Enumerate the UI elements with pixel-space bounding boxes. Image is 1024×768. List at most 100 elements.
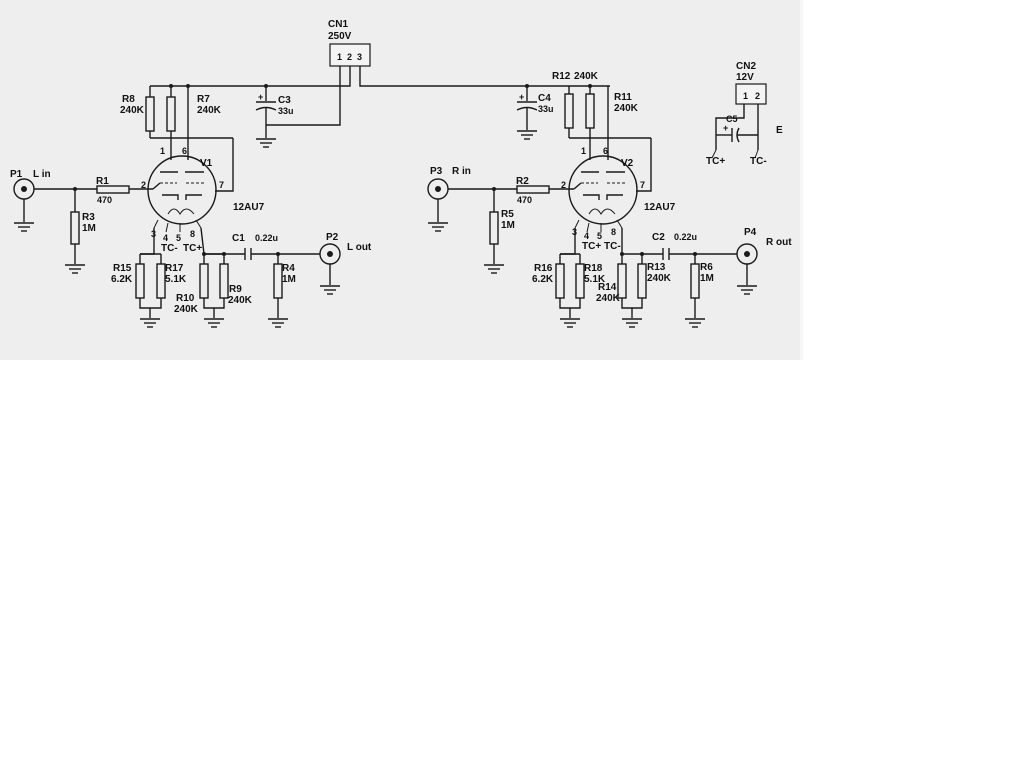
r16-ref: R16	[534, 263, 553, 274]
v1-ref: V1	[200, 158, 213, 169]
capacitor-c2: C2 0.22u	[652, 232, 697, 260]
sheet-edge	[800, 0, 803, 360]
cn1-ref: CN1	[328, 19, 348, 30]
heater-tc-plus: TC+	[706, 156, 725, 167]
v1-pin8: 8	[190, 229, 195, 239]
cn2-value: 12V	[736, 72, 754, 83]
connector-cn2: CN2 12V 1 2	[735, 61, 767, 105]
resistor-r7: R7 240K	[166, 86, 222, 138]
r12-value: 240K	[574, 71, 599, 82]
cn1-value: 250V	[328, 31, 352, 42]
resistor-r2: R2 470	[516, 176, 550, 205]
r1-ref: R1	[96, 176, 109, 187]
r18-value: 5.1K	[584, 274, 606, 285]
r6-value: 1M	[700, 273, 714, 284]
c1-ref: C1	[232, 233, 245, 244]
resistor-r12: R12 240K	[552, 71, 599, 138]
v2-pin7: 7	[640, 180, 645, 190]
r18-ref: R18	[584, 263, 603, 274]
svg-text:+: +	[519, 92, 524, 102]
e-label: E	[776, 125, 783, 136]
v2-pin4: 4	[584, 231, 589, 241]
r14-value: 240K	[596, 293, 621, 304]
v2-pin5: 5	[597, 231, 602, 241]
l-out-label: L out	[347, 242, 372, 253]
cn1-pin1: 1	[337, 52, 342, 62]
r8-value: 240K	[120, 105, 145, 116]
r10-value: 240K	[174, 304, 199, 315]
v1-pin6: 6	[182, 146, 187, 156]
r16-value: 6.2K	[532, 274, 554, 285]
resistor-r4: R4 1M	[267, 254, 296, 328]
cn1-pin3: 3	[357, 52, 362, 62]
r10-ref: R10	[176, 293, 195, 304]
v1-pin4: 4	[163, 233, 168, 243]
v2-ref: V2	[621, 158, 634, 169]
svg-text:+: +	[258, 92, 263, 102]
jack-p1: P1 L in	[10, 169, 51, 232]
r4-ref: R4	[282, 263, 295, 274]
resistor-r16: R16 6.2K	[532, 254, 565, 299]
v2-pin2: 2	[561, 180, 566, 190]
heater-circuit: C5 + E TC+ TC-	[706, 104, 783, 167]
r5-value: 1M	[501, 220, 515, 231]
r9-ref: R9	[229, 284, 242, 295]
resistor-r6: R6 1M	[684, 254, 714, 328]
capacitor-c4: + C4 33u	[516, 84, 554, 140]
r4-value: 1M	[282, 274, 296, 285]
p4-label: P4	[744, 227, 757, 238]
resistor-r15: R15 6.2K	[111, 254, 145, 299]
r17-value: 5.1K	[165, 274, 187, 285]
resistor-r8: R8 240K	[120, 86, 155, 138]
v1-tc-a: TC-	[161, 243, 178, 254]
r11-value: 240K	[614, 103, 639, 114]
r13-value: 240K	[647, 273, 672, 284]
c4-ref: C4	[538, 93, 551, 104]
r14-ref: R14	[598, 282, 617, 293]
jack-p3: P3 R in	[427, 166, 471, 232]
resistor-r9: R9 240K	[219, 254, 253, 306]
resistor-r5: R5 1M	[483, 189, 515, 274]
c3-ref: C3	[278, 95, 291, 106]
tube-v1: V1 12AU7 1 6 2 7 3 4 5 8 TC- TC+	[141, 146, 265, 254]
r2-ref: R2	[516, 176, 529, 187]
r11-ref: R11	[614, 92, 632, 103]
r-out-label: R out	[766, 237, 792, 248]
jack-p4: P4 R out	[736, 227, 792, 295]
p1-label: P1	[10, 169, 23, 180]
r-in-label: R in	[452, 166, 471, 177]
r6-ref: R6	[700, 262, 713, 273]
r5-ref: R5	[501, 209, 514, 220]
resistor-r1: R1 470	[96, 176, 130, 205]
v1-tc-b: TC+	[183, 243, 202, 254]
r12-ref: R12	[552, 71, 571, 82]
b-plus-left	[150, 66, 351, 87]
heater-tc-minus: TC-	[750, 156, 767, 167]
v1-type: 12AU7	[233, 202, 265, 213]
r2-value: 470	[517, 195, 532, 205]
v2-tc-b: TC-	[604, 241, 621, 252]
p3-label: P3	[430, 166, 443, 177]
cn2-ref: CN2	[736, 61, 756, 72]
r9-value: 240K	[228, 295, 253, 306]
v2-pin8: 8	[611, 227, 616, 237]
resistor-r17: R17 5.1K	[156, 254, 187, 299]
v1-pin1: 1	[160, 146, 165, 156]
left-channel: P1 L in R1 470 R3 1M R8 240K	[10, 84, 372, 328]
r1-value: 470	[97, 195, 112, 205]
v1-pin2: 2	[141, 180, 146, 190]
resistor-r13: R13 240K	[637, 254, 672, 299]
cn2-pin1: 1	[743, 91, 748, 101]
v2-tc-a: TC+	[582, 241, 601, 252]
c5-ref: C5	[726, 114, 738, 124]
c1-value: 0.22u	[255, 233, 278, 243]
capacitor-c1: C1 0.22u	[232, 233, 278, 260]
resistor-r11: R11 240K	[585, 86, 639, 138]
c4-value: 33u	[538, 104, 554, 114]
schematic-sheet	[0, 0, 800, 360]
r7-value: 240K	[197, 105, 222, 116]
l-in-label: L in	[33, 169, 51, 180]
svg-text:+: +	[723, 123, 728, 133]
r15-value: 6.2K	[111, 274, 133, 285]
b-plus-right	[359, 66, 610, 87]
